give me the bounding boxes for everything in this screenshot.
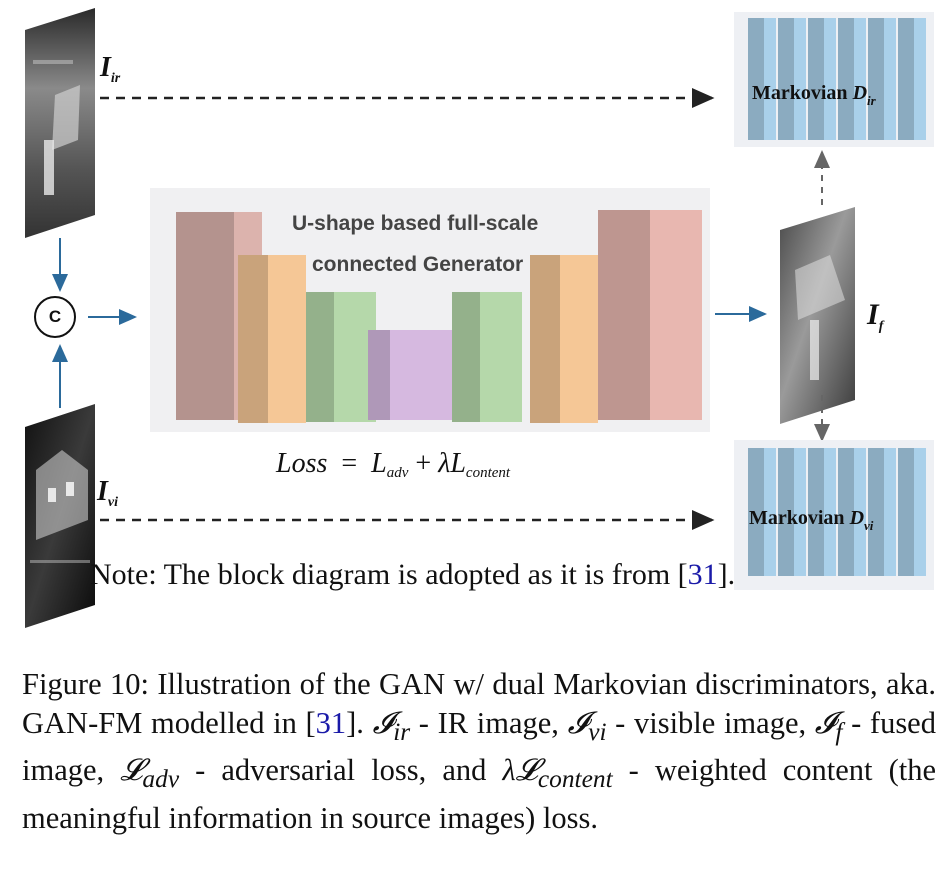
fused-image [780, 207, 855, 424]
loss-equation: Loss = Ladv + λLcontent [276, 448, 511, 481]
generator-block-2 [238, 255, 306, 423]
ir-label: Iir [100, 52, 121, 86]
fused-label: If [867, 298, 884, 334]
disc-vi-blocks-slab-6 [898, 448, 926, 576]
generator-block-3 [306, 292, 376, 422]
figure-caption: Figure 10: Illustration of the GAN w/ du… [22, 667, 937, 835]
disc-ir-blocks-slab-4 [838, 18, 866, 140]
generator-block-6 [530, 255, 598, 423]
disc-ir-blocks-slab-6 [898, 18, 926, 140]
concat-node: C [34, 296, 76, 338]
disc-vi-blocks-slab-1 [748, 448, 776, 576]
disc-ir-blocks-slab-2 [778, 18, 806, 140]
disc-ir-title: Markovian Dir [752, 82, 876, 108]
generator-block-5 [452, 292, 522, 422]
vi-label: Ivi [97, 476, 119, 510]
ir-image [25, 8, 95, 238]
disc-vi-blocks-slab-5 [868, 448, 896, 576]
diagram-note: Note: The block diagram is adopted as it… [90, 558, 736, 591]
vi-image [25, 404, 95, 628]
disc-ir-blocks [748, 18, 926, 140]
disc-ir-blocks-slab-1 [748, 18, 776, 140]
generator-title-line1: U-shape based full-scale [292, 212, 539, 235]
generator-blocks [176, 210, 702, 423]
gan-fm-diagram: Iir Ivi If C U-shape based full-scale co… [25, 8, 934, 628]
diagram-canvas [25, 8, 934, 628]
note-citation-link[interactable]: 31 [687, 558, 718, 591]
disc-ir-blocks-slab-3 [808, 18, 836, 140]
disc-vi-blocks [748, 448, 926, 576]
disc-ir-blocks-slab-5 [868, 18, 896, 140]
disc-vi-blocks-slab-4 [838, 448, 866, 576]
generator-title-line2: connected Generator [312, 253, 524, 276]
disc-vi-blocks-slab-3 [808, 448, 836, 576]
disc-vi-title: Markovian Dvi [749, 507, 874, 533]
caption-citation-link[interactable]: 31 [315, 705, 347, 740]
disc-vi-blocks-slab-2 [778, 448, 806, 576]
generator-block-7 [598, 210, 702, 420]
generator-block-4 [368, 330, 460, 420]
